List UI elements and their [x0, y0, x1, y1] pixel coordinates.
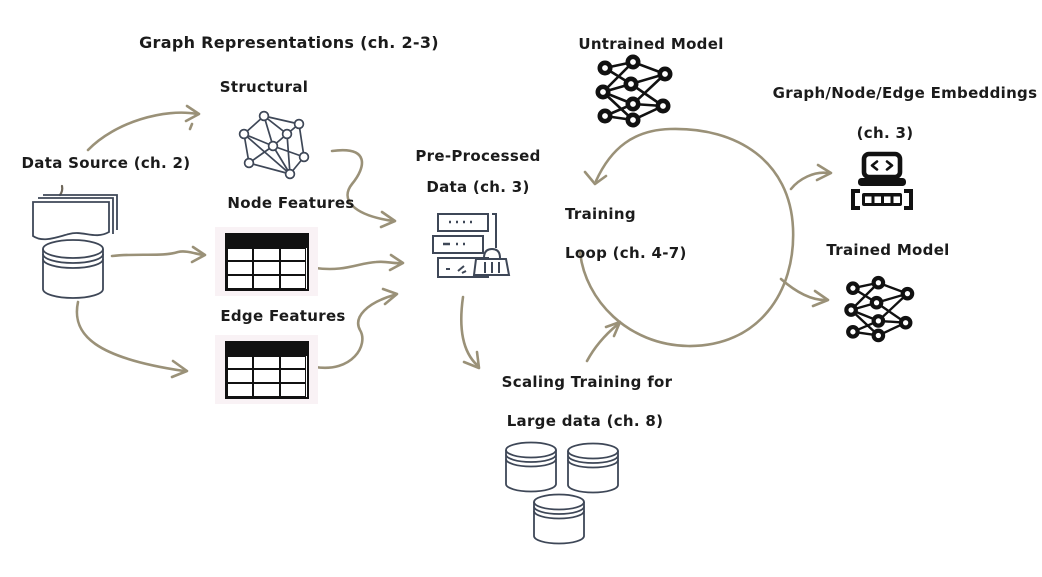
table-grid [226, 247, 307, 289]
training-loop-label: Training Loop (ch. 4-7) [565, 195, 687, 273]
arrow-datasource-to-edgefeatures [75, 300, 189, 379]
table-grid [226, 355, 307, 397]
edge-features-label: Edge Features [220, 307, 346, 325]
untrained-model-label: Untrained Model [578, 35, 724, 53]
preprocessed-label: Pre-Processed Data (ch. 3) [415, 141, 540, 203]
neural-network-icon [844, 275, 915, 343]
scaling-label-line2: Large data (ch. 8) [506, 412, 664, 430]
arrow-scaling-to-loop [585, 320, 622, 363]
laptop-code-vector-icon [851, 151, 913, 210]
neural-network-icon [595, 54, 673, 128]
node-features-label: Node Features [227, 194, 355, 212]
edge-features-table [215, 335, 318, 404]
arrow-structural-to-preprocessed [330, 148, 397, 229]
documents-icon [32, 194, 118, 241]
server-broom-icon [432, 213, 511, 278]
database-icon [533, 493, 585, 545]
arrow-preprocessed-to-scaling [459, 295, 481, 370]
trained-model-label: Trained Model [826, 241, 950, 259]
arrow-edgefeatures-to-preprocessed [313, 287, 399, 370]
training-loop-label-line1: Training [565, 205, 636, 223]
structural-label: Structural [219, 78, 309, 96]
arrow-loop-to-embeddings [789, 163, 833, 191]
preprocessed-label-line1: Pre-Processed [415, 147, 541, 165]
data-source-label: Data Source (ch. 2) [21, 154, 191, 172]
arrow-datasource-to-nodefeatures [110, 245, 207, 264]
arrow-nodefeatures-to-preprocessed [313, 253, 405, 272]
scaling-label-line1: Scaling Training for [501, 373, 673, 391]
database-icon [505, 441, 557, 493]
database-icon [42, 239, 104, 299]
node-features-table [215, 227, 318, 296]
training-loop-circle [578, 127, 795, 348]
table-icon [224, 340, 309, 399]
arrow-datasource-to-structural [86, 104, 201, 152]
diagram-title: Graph Representations (ch. 2-3) [139, 33, 439, 52]
training-loop-label-line2: Loop (ch. 4-7) [565, 244, 687, 262]
network-graph-icon [238, 110, 310, 180]
table-icon [224, 232, 309, 291]
arrow-loop-to-trainedmodel [779, 277, 830, 308]
database-icon [567, 442, 619, 494]
table-header-bar [226, 342, 307, 356]
embeddings-label-line1: Graph/Node/Edge Embeddings [772, 84, 1038, 102]
preprocessed-label-line2: Data (ch. 3) [426, 178, 530, 196]
table-header-bar [226, 234, 307, 248]
embeddings-label-line2: (ch. 3) [856, 124, 914, 142]
